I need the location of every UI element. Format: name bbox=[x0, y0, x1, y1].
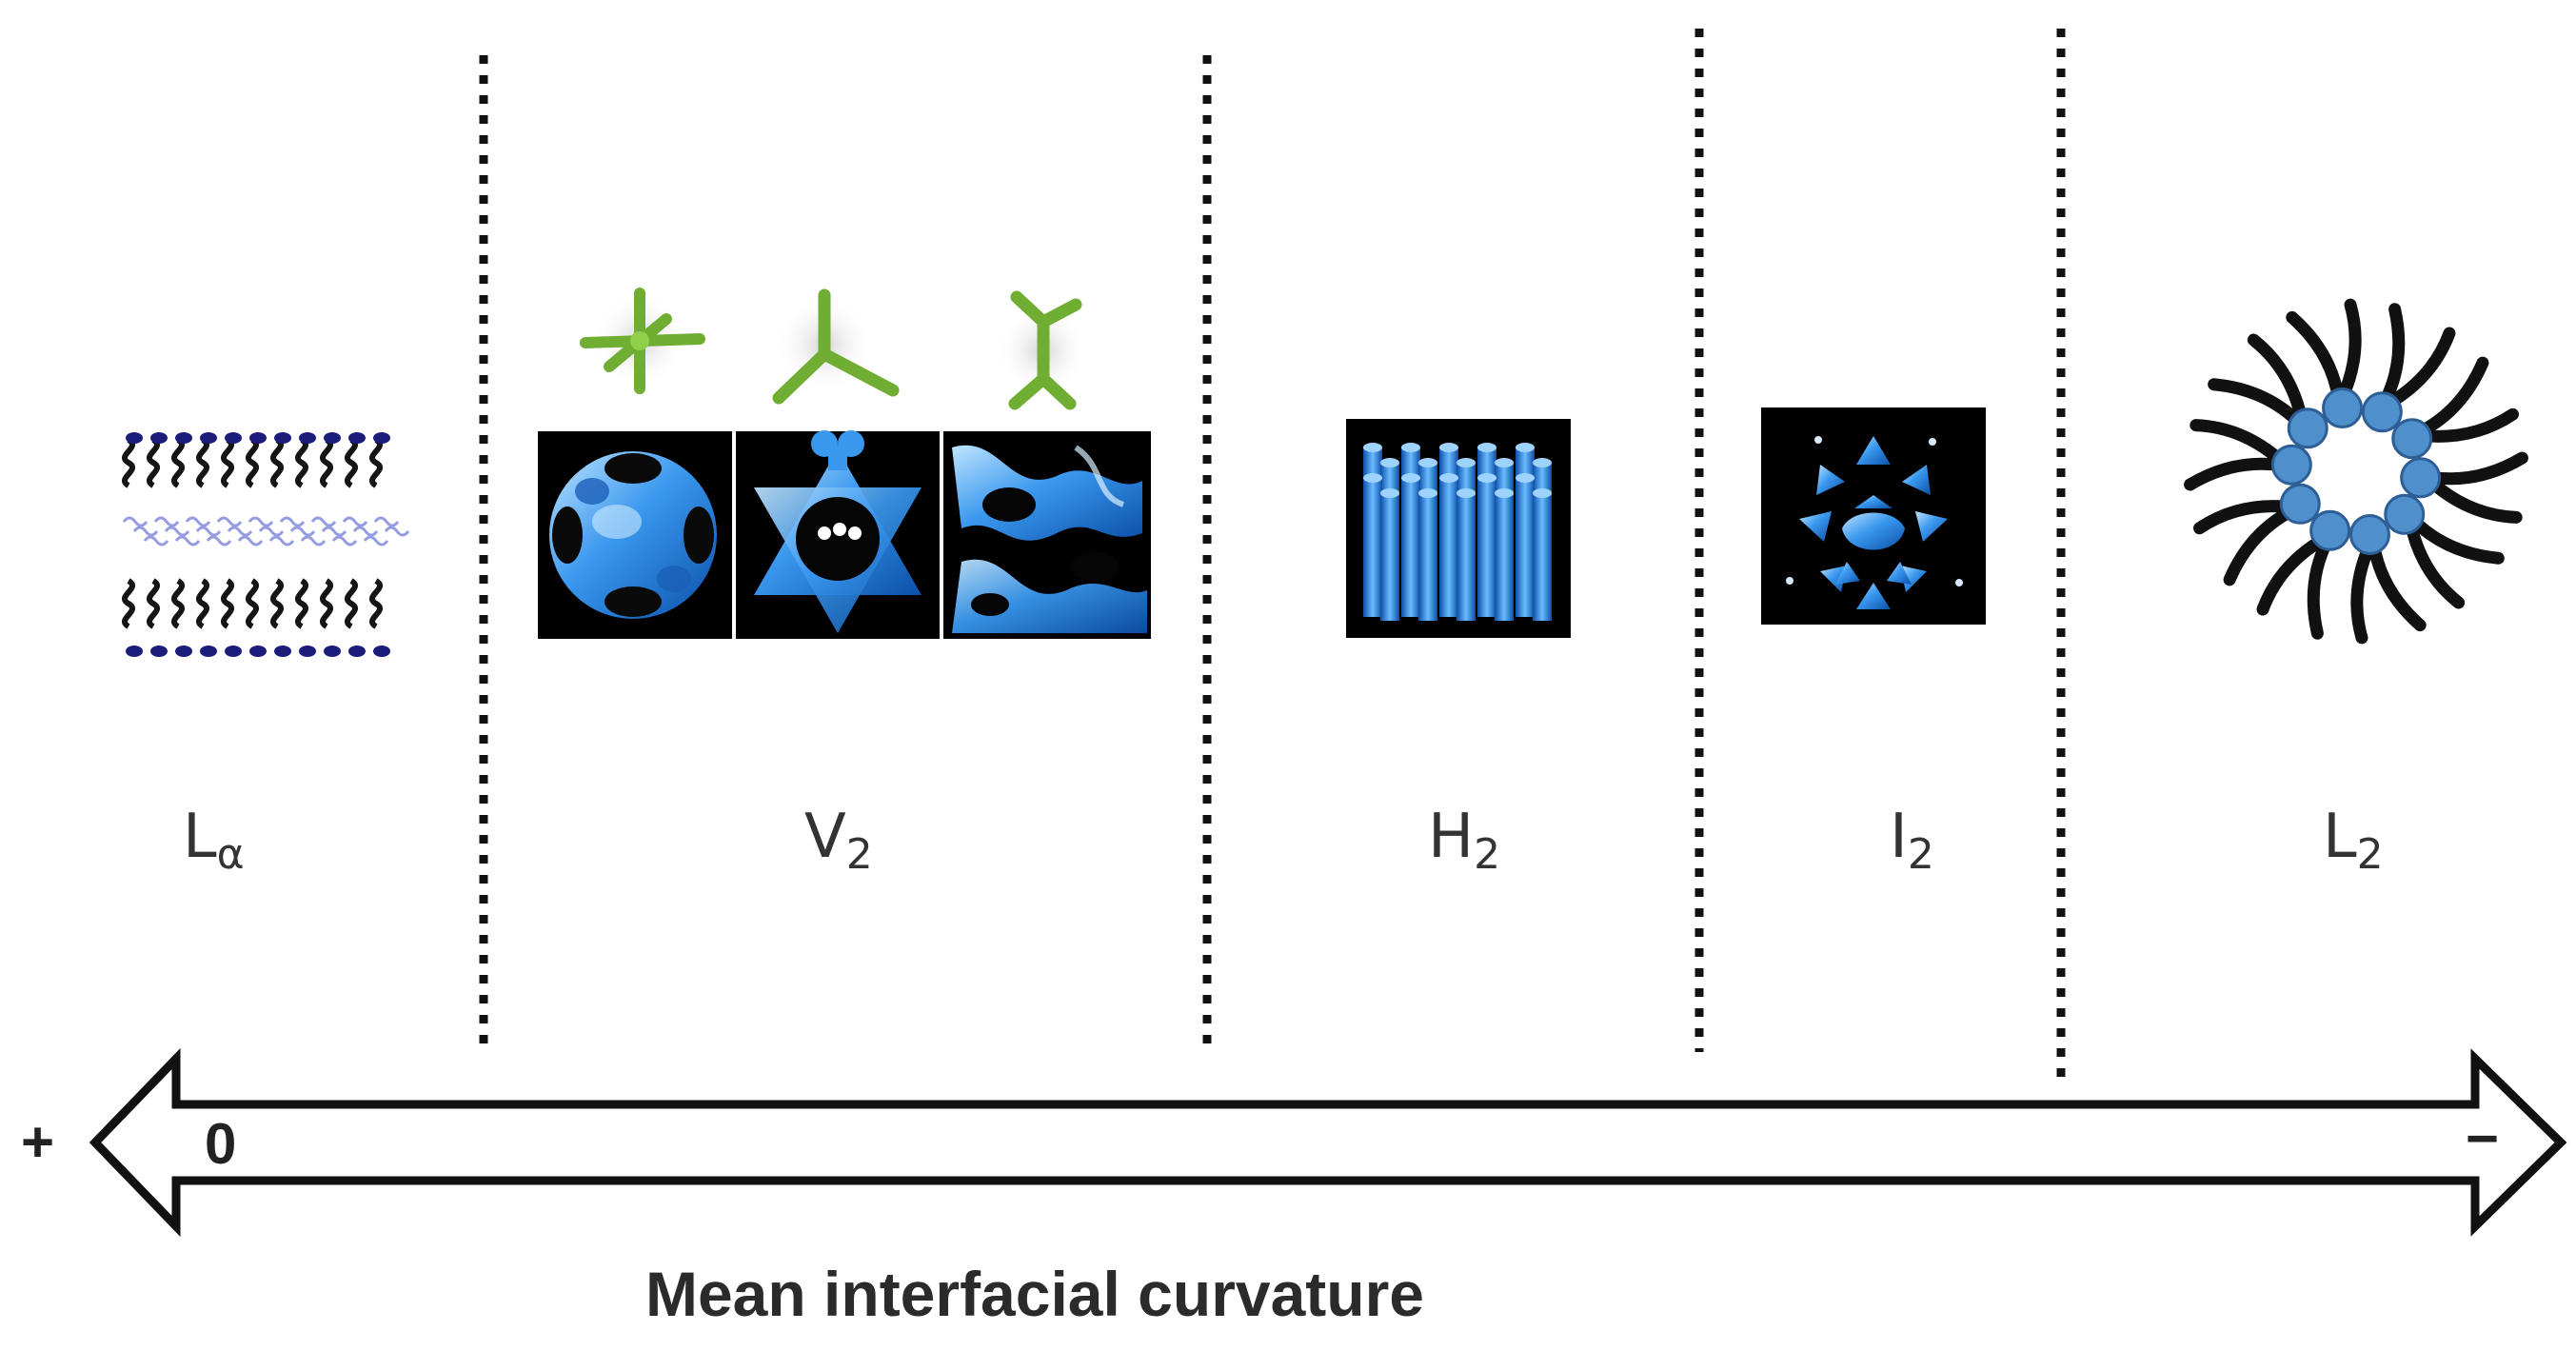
hexagonal-rods-panel bbox=[1346, 419, 1571, 638]
lipid-molecule bbox=[246, 578, 267, 657]
network-skeleton-icon-primitive bbox=[580, 288, 705, 394]
lipid-molecule bbox=[122, 578, 143, 657]
lipid-molecule bbox=[295, 578, 316, 657]
phase-label-lamellar: Lα bbox=[183, 802, 245, 879]
cubic-network-skeletons bbox=[580, 288, 1088, 410]
network-skeleton-icon-gyroid bbox=[997, 290, 1088, 410]
phase-label-reverse-micelle: L2 bbox=[2323, 802, 2384, 879]
zero-curvature-mark: 0 bbox=[205, 1112, 236, 1176]
lipid-molecule bbox=[295, 432, 316, 488]
micelle-headgroup bbox=[2322, 387, 2364, 429]
lipid-molecule bbox=[345, 578, 366, 657]
lipid-molecule bbox=[270, 432, 291, 488]
phase-labels: Lα V2 H2 I2 L2 bbox=[183, 802, 2384, 879]
micelle-headgroup bbox=[2287, 407, 2328, 449]
lipid-molecule bbox=[246, 432, 267, 488]
micelle-headgroup bbox=[2309, 509, 2351, 551]
micelle-headgroup bbox=[2270, 444, 2312, 486]
lipid-molecule bbox=[147, 432, 168, 488]
micelle-headgroup bbox=[2348, 513, 2390, 555]
lipid-molecule bbox=[196, 578, 217, 657]
micelle-headgroup bbox=[2391, 418, 2433, 460]
axis-title: Mean interfacial curvature bbox=[645, 1259, 1424, 1329]
lipid-molecule bbox=[171, 578, 192, 657]
micellar-cubic-panel bbox=[1761, 407, 1986, 625]
lipid-molecule bbox=[221, 578, 242, 657]
micelle-headgroup bbox=[2384, 493, 2426, 535]
lamellar-bilayer-icon bbox=[122, 432, 410, 657]
lipid-molecule bbox=[147, 578, 168, 657]
cubic-phase-panels bbox=[538, 430, 1151, 639]
lipid-molecule bbox=[270, 578, 291, 657]
phase-dividers bbox=[479, 29, 2066, 1081]
reverse-micelle-icon bbox=[2184, 298, 2528, 645]
micelle-headgroup bbox=[2361, 391, 2403, 433]
curvature-axis-arrow bbox=[89, 1047, 2567, 1238]
micelle-headgroup bbox=[2400, 457, 2442, 499]
network-skeleton-icon-diamond bbox=[772, 288, 900, 405]
phase-label-cubic: V2 bbox=[804, 802, 873, 879]
lipid-molecule bbox=[320, 432, 341, 488]
micelle-headgroup bbox=[2279, 483, 2321, 525]
lipid-molecule bbox=[196, 432, 217, 488]
lipid-molecule bbox=[345, 432, 366, 488]
cubic-gyroid-panel bbox=[943, 431, 1151, 639]
lipid-molecule bbox=[122, 432, 143, 488]
lipid-molecule bbox=[171, 432, 192, 488]
phase-label-hexagonal: H2 bbox=[1428, 802, 1500, 879]
cubic-primitive-panel bbox=[538, 431, 732, 639]
lipid-molecule bbox=[221, 432, 242, 488]
cubic-diamond-panel bbox=[736, 430, 940, 639]
lipid-molecule bbox=[369, 578, 390, 657]
phase-label-micellar-cubic: I2 bbox=[1890, 802, 1934, 879]
lipid-molecule bbox=[320, 578, 341, 657]
positive-curvature-sign: + bbox=[21, 1110, 54, 1174]
negative-curvature-sign: − bbox=[2466, 1106, 2499, 1170]
lipid-molecule bbox=[369, 432, 390, 488]
